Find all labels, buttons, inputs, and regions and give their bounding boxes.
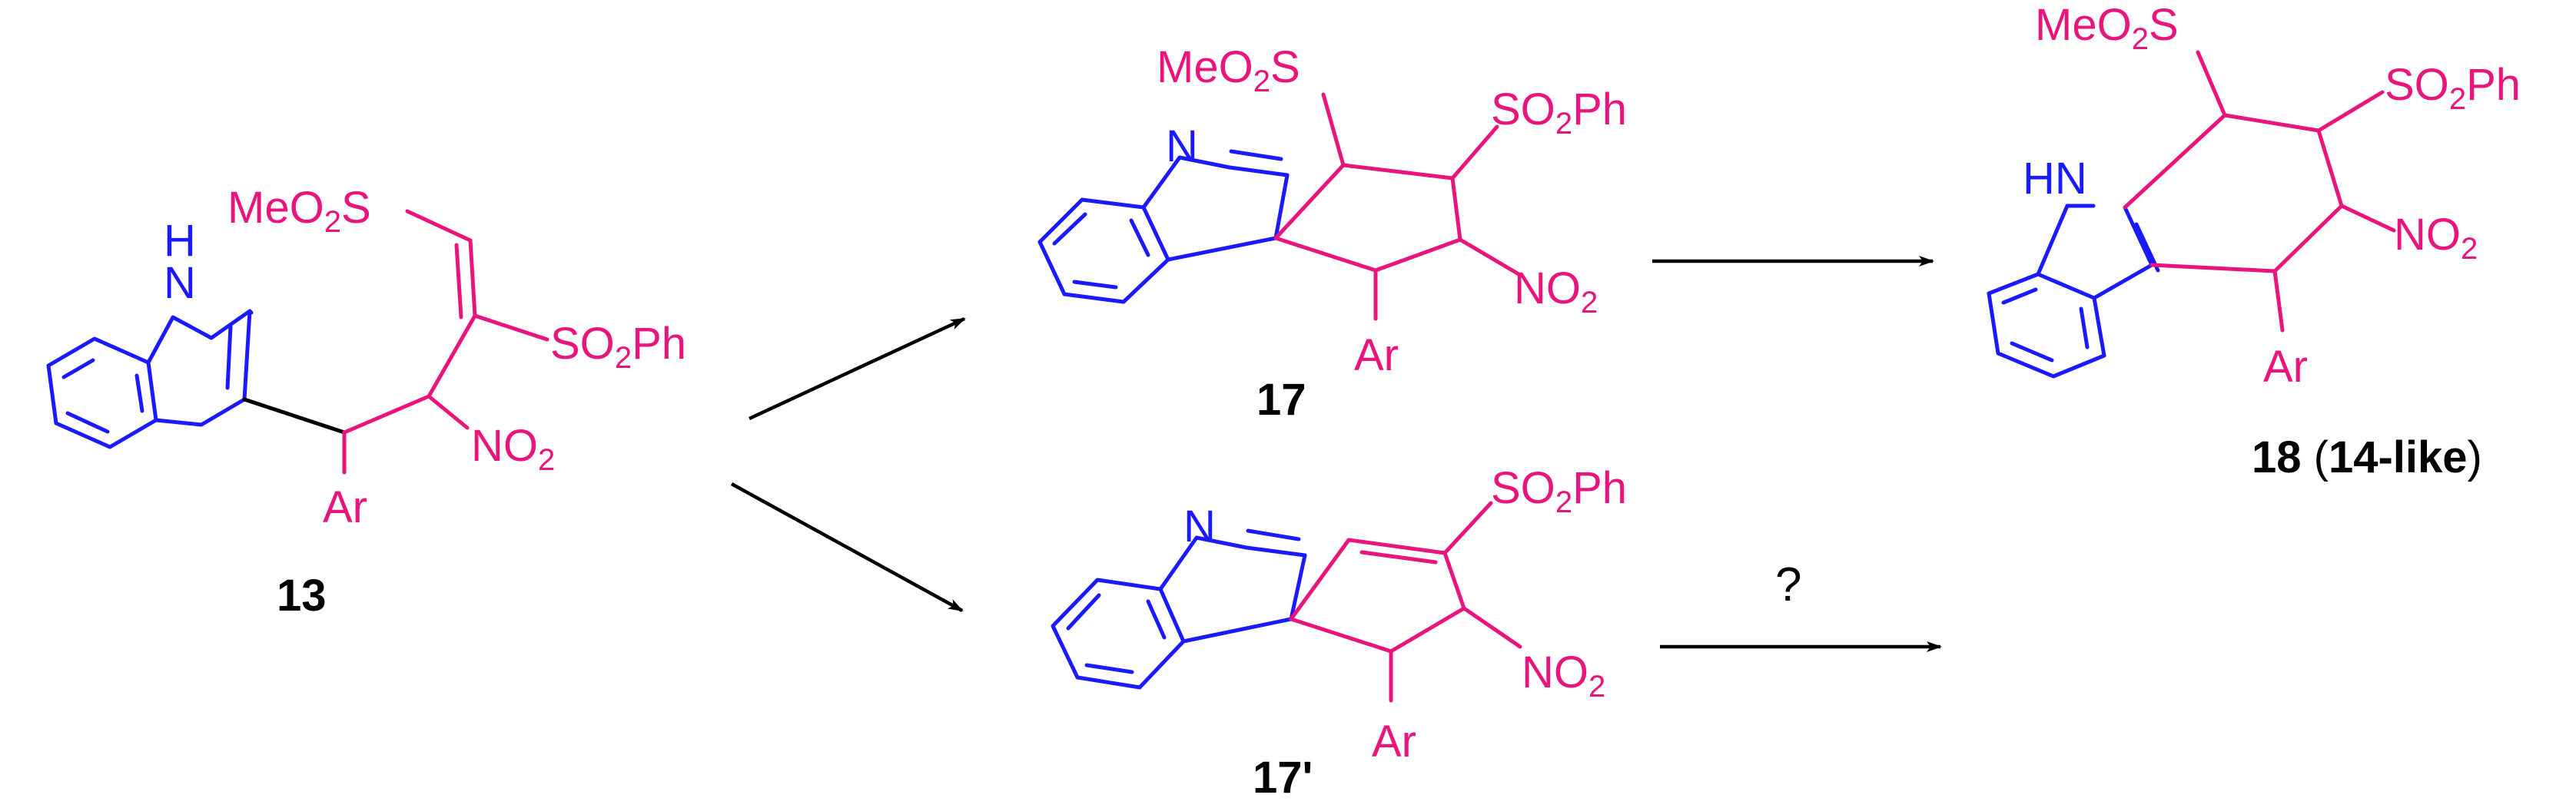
molecule-13-side-chain xyxy=(242,397,347,435)
molecule-17-imine-n: N xyxy=(1166,121,1198,171)
molecule-17-phenylsulfonyl: SO2Ph xyxy=(1491,84,1627,141)
molecule-17-nitro: NO2 xyxy=(1514,263,1598,320)
molecule-18-cyclohexane xyxy=(2123,50,2396,333)
molecule-17-prime-number: 17' xyxy=(1253,753,1313,803)
molecule-13-indole-h: H xyxy=(164,216,196,266)
molecule-18-indole-core xyxy=(1987,204,2160,379)
molecule-17-cyclopentane xyxy=(1273,92,1522,321)
molecule-18-methylsulfonyl: MeO2S xyxy=(2035,0,2179,56)
molecule-17-number: 17 xyxy=(1256,375,1306,425)
molecule-17-prime-imine-n: N xyxy=(1183,502,1216,551)
molecule-17-prime-nitro: NO2 xyxy=(1522,647,1605,704)
molecule-18-indole-nh: HN xyxy=(2023,154,2087,204)
molecule-17-prime-phenylsulfonyl: SO2Ph xyxy=(1491,463,1627,519)
molecule-17: N MeO2S SO2Ph NO2 Ar 17 xyxy=(1037,42,1627,425)
molecule-18-aryl: Ar xyxy=(2263,342,2308,392)
molecule-18-phenylsulfonyl: SO2Ph xyxy=(2385,60,2521,116)
arrow-13-to-17-prime xyxy=(730,482,964,612)
molecule-18-nitro: NO2 xyxy=(2394,210,2478,266)
arrow-13-to-17 xyxy=(749,316,966,421)
molecule-13-indole-core xyxy=(46,309,254,449)
reaction-arrows: ? xyxy=(730,256,1942,652)
molecule-17-prime-cyclopentene xyxy=(1289,501,1522,703)
molecule-13-substituent-bonds xyxy=(342,209,549,475)
unknown-step-label: ? xyxy=(1775,558,1801,611)
molecule-17-prime: N SO2Ph NO2 Ar 17' xyxy=(1051,463,1627,803)
molecule-13-phenylsulfonyl: SO2Ph xyxy=(550,319,686,375)
molecule-13-number: 13 xyxy=(277,571,327,621)
molecule-17-aryl: Ar xyxy=(1354,330,1399,380)
molecule-17-prime-aryl: Ar xyxy=(1372,717,1416,767)
molecule-18-number: 18 (14-like) xyxy=(2252,432,2482,482)
molecule-17-indolenine-core xyxy=(1037,149,1290,304)
molecule-13: N H MeO2S SO2Ph NO2 Ar 13 xyxy=(46,183,686,621)
molecule-13-aryl: Ar xyxy=(323,482,367,532)
molecule-13-methylsulfonyl: MeO2S xyxy=(227,183,371,239)
molecule-18: HN MeO2S SO2Ph NO2 Ar 18 (14-like) xyxy=(1987,0,2521,482)
molecule-13-nitro: NO2 xyxy=(471,421,555,477)
molecule-13-indole-n: N xyxy=(164,258,196,308)
molecule-17-prime-indolenine-core xyxy=(1051,528,1307,690)
molecule-17-methylsulfonyl: MeO2S xyxy=(1157,42,1300,98)
